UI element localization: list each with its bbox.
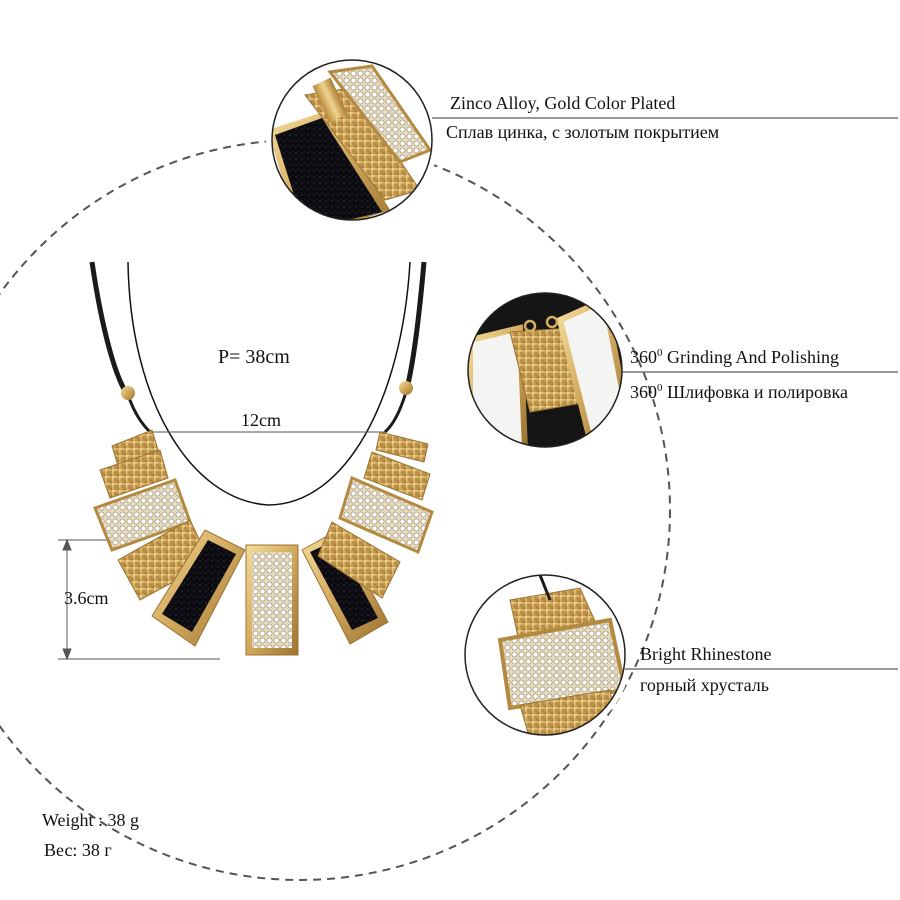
feature-alloy-ru: Сплав цинка, с золотым покрытием	[446, 122, 720, 142]
perimeter-outline	[127, 261, 411, 506]
feature-polishing-en: 3600 Grinding And Polishing	[630, 347, 839, 368]
feature-rhinestone-en: Bright Rhinestone	[640, 644, 772, 664]
feature-polishing-en-text: Grinding And Polishing	[667, 347, 840, 367]
necklace-plates	[93, 429, 434, 656]
width-label: 12cm	[241, 410, 281, 430]
weight-ru: Вес: 38 г	[44, 840, 112, 860]
feature-polishing-ru-text: Шлифовка и полировка	[667, 382, 849, 402]
feature-polishing-en-num: 360	[630, 347, 657, 367]
height-label: 3.6cm	[64, 588, 109, 608]
feature-alloy-en: Zinco Alloy, Gold Color Plated	[450, 93, 676, 113]
feature-polishing-ru-num: 360	[630, 382, 657, 402]
feature-rhinestone-ru: горный хрусталь	[640, 675, 769, 695]
weight-en: Weight : 38 g	[42, 810, 140, 830]
feature-polishing-en-sup: 0	[657, 347, 663, 359]
feature-polishing-ru: 3600 Шлифовка и полировка	[630, 382, 848, 403]
necklace-image	[89, 261, 427, 434]
perimeter-label: P= 38cm	[218, 346, 290, 368]
feature-polishing-ru-sup: 0	[657, 382, 663, 394]
zoom-circle-polishing	[468, 293, 622, 447]
zoom-circle-rhinestone	[465, 575, 625, 735]
